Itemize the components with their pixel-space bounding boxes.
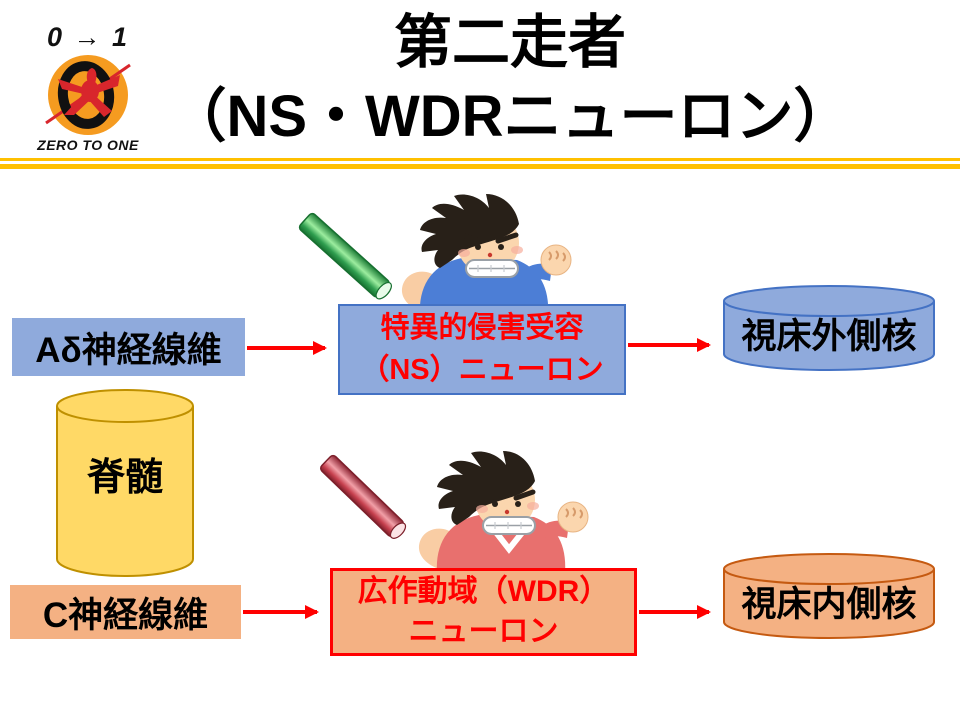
slide-title: 第二走者 （NS・WDRニューロン）: [70, 6, 950, 153]
medial-thalamus-cylinder: 視床内側核: [722, 552, 936, 640]
arrow-adelta-to-ns: [247, 341, 327, 355]
wdr-neuron-box: 広作動域（WDR） ニューロン: [330, 568, 637, 656]
zero-to-one-logo: 0 → 1 ZERO TO ONE: [26, 24, 150, 164]
slide-title-line2: （NS・WDRニューロン）: [168, 83, 852, 149]
arrow-c-to-wdr: [243, 605, 319, 619]
lateral-thalamus-label: 視床外側核: [741, 317, 917, 356]
c-fiber-label: C神経線維: [42, 595, 209, 635]
arrow-wdr-to-medial-thalamus: [639, 605, 711, 619]
ns-neuron-label-line2: （NS）ニューロン: [360, 353, 604, 386]
logo-caption-text: ZERO TO ONE: [37, 137, 139, 153]
zero-to-one-logo-icon: [45, 55, 131, 135]
spinal-cord-label: 脊髄: [86, 457, 163, 499]
title-divider-thin-line: [0, 158, 960, 161]
spinal-cord-cylinder: 脊髄: [55, 388, 195, 578]
wdr-neuron-label-line1: 広作動域（WDR）: [357, 574, 610, 608]
ns-neuron-box: 特異的侵害受容 （NS）ニューロン: [338, 304, 626, 395]
title-divider-thick-line: [0, 164, 960, 169]
a-delta-fiber-label: Aδ神経線維: [35, 330, 222, 370]
red-baton-icon: [320, 454, 407, 539]
girl-runner-icon: [305, 438, 625, 573]
green-baton-icon: [298, 212, 393, 300]
ns-neuron-label-line1: 特異的侵害受容: [380, 312, 584, 345]
a-delta-fiber-box: Aδ神経線維: [12, 318, 245, 376]
wdr-neuron-label-line2: ニューロン: [408, 615, 559, 648]
boy-runner-icon: [292, 186, 612, 316]
slide-title-line1: 第二走者: [393, 10, 626, 75]
c-fiber-box: C神経線維: [10, 585, 241, 639]
logo-zero-one-text: 0 → 1: [46, 22, 130, 52]
lateral-thalamus-cylinder: 視床外側核: [722, 284, 936, 372]
medial-thalamus-label: 視床内側核: [741, 585, 917, 624]
arrow-ns-to-lateral-thalamus: [628, 338, 711, 352]
